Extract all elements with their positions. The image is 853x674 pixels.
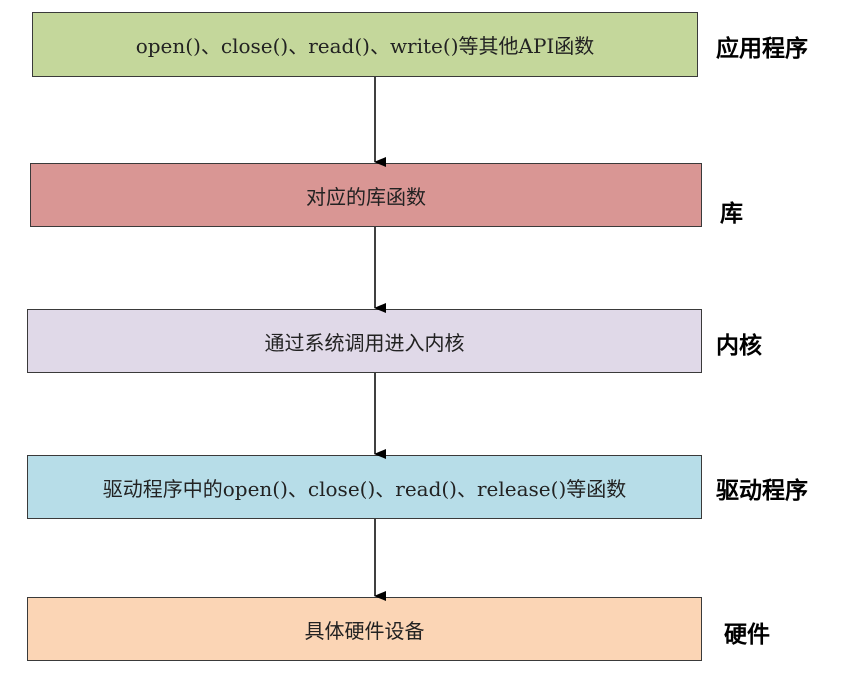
kernel-layer-box: 通过系统调用进入内核 xyxy=(27,309,702,373)
driver-side-label: 驱动程序 xyxy=(716,478,808,504)
driver-layer-box: 驱动程序中的open()、close()、read()、release()等函数 xyxy=(27,455,702,519)
hardware-layer-box: 具体硬件设备 xyxy=(27,597,702,661)
library-layer-text: 对应的库函数 xyxy=(306,184,426,209)
kernel-side-label: 内核 xyxy=(716,333,762,359)
application-layer-box: open()、close()、read()、write()等其他API函数 xyxy=(32,12,698,77)
library-side-label: 库 xyxy=(720,201,743,227)
application-layer-text: open()、close()、read()、write()等其他API函数 xyxy=(135,34,595,58)
hardware-layer-text: 具体硬件设备 xyxy=(304,618,425,643)
kernel-layer-text: 通过系统调用进入内核 xyxy=(264,330,465,355)
application-side-label: 应用程序 xyxy=(716,36,808,62)
hardware-side-label: 硬件 xyxy=(724,622,770,648)
library-layer-box: 对应的库函数 xyxy=(30,163,702,227)
driver-layer-text: 驱动程序中的open()、close()、read()、release()等函数 xyxy=(102,476,627,501)
